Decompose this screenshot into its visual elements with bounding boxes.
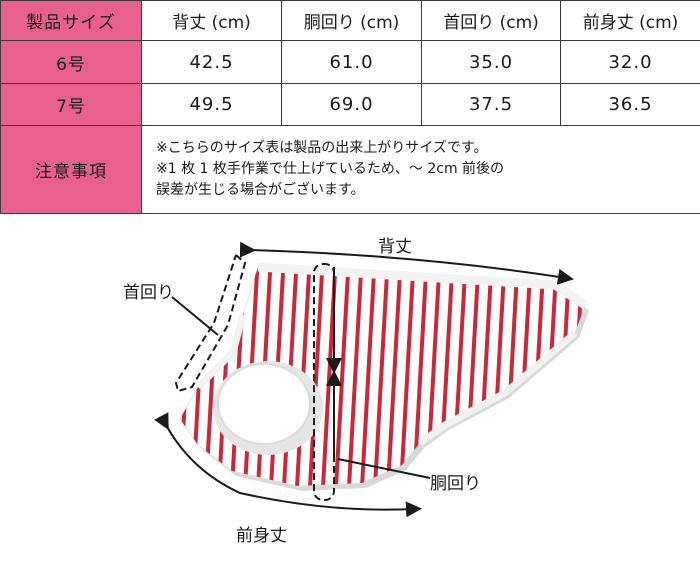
table-row: 6号 42.5 61.0 35.0 32.0 (1, 41, 700, 83)
stripe (595, 255, 609, 505)
table-cell: 37.5 (422, 83, 561, 125)
header-cell-back-length: 背丈 (cm) (142, 1, 282, 41)
table-cell: 49.5 (142, 83, 282, 125)
table-cell: 32.0 (561, 41, 700, 83)
label-neck: 首回り (123, 278, 174, 303)
stripe (179, 255, 193, 505)
note-line: 誤差が生じる場合がございます。 (156, 180, 690, 201)
label-chest: 胴回り (430, 469, 481, 494)
label-front-length: 前身丈 (236, 521, 287, 546)
header-cell-front-length: 前身丈 (cm) (561, 1, 700, 41)
header-cell-chest: 胴回り (cm) (282, 1, 422, 41)
note-line: ※1 枚 1 枚手作業で仕上げているため、～ 2cm 前後の (156, 159, 690, 180)
table-header-row: 製品サイズ 背丈 (cm) 胴回り (cm) 首回り (cm) 前身丈 (cm) (1, 1, 700, 41)
table-cell: 42.5 (142, 41, 282, 83)
note-line: ※こちらのサイズ表は製品の出来上がりサイズです。 (156, 138, 690, 159)
table-row: 7号 49.5 69.0 37.5 36.5 (1, 83, 700, 125)
notes-text: ※こちらのサイズ表は製品の出来上がりサイズです。 ※1 枚 1 枚手作業で仕上げ… (142, 126, 700, 214)
header-cell-neck: 首回り (cm) (422, 1, 561, 41)
table-cell: 36.5 (561, 83, 700, 125)
header-cell-size: 製品サイズ (1, 1, 142, 41)
stripe (582, 255, 596, 505)
notes-row: 注意事項 ※こちらのサイズ表は製品の出来上がりサイズです。 ※1 枚 1 枚手作… (1, 126, 700, 214)
table-cell: 61.0 (282, 41, 422, 83)
notes-label: 注意事項 (1, 126, 142, 214)
label-back-length: 背丈 (378, 232, 412, 257)
table-cell: 69.0 (282, 83, 422, 125)
garment-illustration (0, 215, 700, 581)
size-label: 6号 (1, 41, 142, 83)
table-cell: 35.0 (422, 41, 561, 83)
size-table: 製品サイズ 背丈 (cm) 胴回り (cm) 首回り (cm) 前身丈 (cm)… (0, 0, 700, 214)
measurement-diagram: 背丈 首回り 胴回り 前身丈 (0, 215, 700, 581)
size-label: 7号 (1, 83, 142, 125)
